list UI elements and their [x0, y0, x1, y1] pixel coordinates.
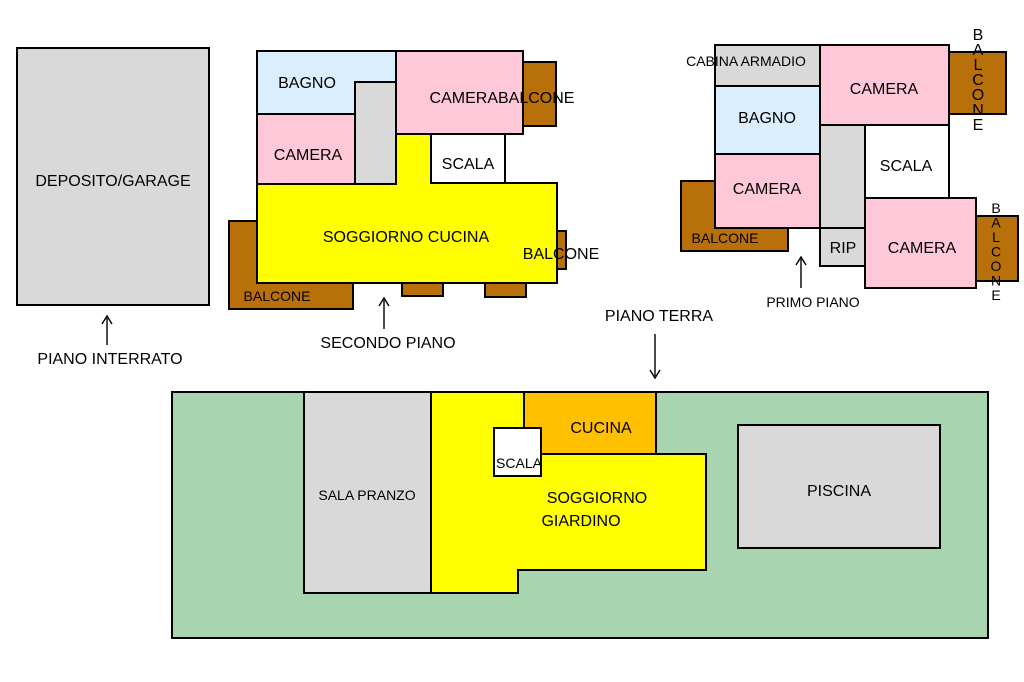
- balcony-letter: C: [991, 244, 1001, 260]
- room-primo-rip: [819, 227, 866, 267]
- room-primo-camera-top: [819, 44, 950, 126]
- room-primo-cabina: [714, 44, 821, 87]
- caption-piano-terra: PIANO TERRA: [605, 308, 714, 325]
- label-terra-scala: SCALA: [496, 455, 543, 471]
- label-terra-soggiorno-1: SOGGIORNO: [547, 490, 647, 507]
- room-terra-cucina: [523, 391, 657, 455]
- room-primo-corridor: [819, 124, 866, 229]
- label-terra-piscina: PISCINA: [807, 483, 871, 500]
- label-secondo-camera-balcone: CAMERABALCONE: [430, 90, 575, 107]
- label-primo-camera-left: CAMERA: [733, 181, 802, 198]
- label-primo-balcone-left: BALCONE: [692, 230, 759, 246]
- balcony-letter: L: [974, 57, 983, 74]
- label-primo-camera-right: CAMERA: [888, 240, 957, 257]
- balcony-letter: E: [973, 117, 984, 134]
- arrowhead-piano-terra: [649, 369, 661, 380]
- label-terra-soggiorno-2: GIARDINO: [541, 513, 620, 530]
- room-deposito-garage: [16, 47, 210, 306]
- room-primo-scala: [864, 124, 950, 199]
- label-primo-rip: RIP: [830, 240, 857, 257]
- balcony-letter: A: [973, 42, 984, 59]
- label-secondo-soggiorno: SOGGIORNO CUCINA: [323, 229, 490, 246]
- room-secondo-corridor: [354, 81, 397, 185]
- label-secondo-scala: SCALA: [442, 156, 495, 173]
- balcony-primo-top: [948, 51, 1007, 115]
- balcony-letter: E: [991, 287, 1000, 303]
- balcony-letter: N: [991, 273, 1001, 289]
- label-secondo-balcone-right: BALCONE: [523, 246, 599, 263]
- balcony-primo-right: [975, 215, 1019, 282]
- label-primo-cabina: CABINA ARMADIO: [686, 53, 806, 69]
- label-secondo-bagno: BAGNO: [278, 75, 336, 92]
- label-primo-scala: SCALA: [880, 158, 933, 175]
- label-primo-bagno: BAGNO: [738, 110, 796, 127]
- room-secondo-camera-balcone: [395, 50, 524, 135]
- balcony-letter: O: [991, 258, 1002, 274]
- label-primo-camera-top: CAMERA: [850, 81, 919, 98]
- balcony-letter: B: [973, 27, 984, 44]
- label-primo-balcone-vertical-1: BALCONE: [972, 27, 984, 134]
- balcony-letter: N: [972, 102, 984, 119]
- label-secondo-balcone-bottom: BALCONE: [244, 288, 311, 304]
- arrowhead-secondo-piano: [378, 296, 390, 307]
- room-primo-camera-left: [714, 153, 821, 229]
- room-primo-camera-right: [864, 197, 977, 289]
- label-deposito-garage: DEPOSITO/GARAGE: [35, 173, 190, 190]
- room-terra-piscina: [737, 424, 941, 549]
- balcony-letter: A: [991, 215, 1001, 231]
- caption-secondo-piano: SECONDO PIANO: [320, 335, 455, 352]
- arrowhead-primo-piano: [795, 255, 807, 266]
- caption-piano-interrato: PIANO INTERRATO: [37, 351, 182, 368]
- balcony-letter: C: [972, 72, 984, 89]
- balcony-letter: L: [992, 229, 1000, 245]
- balcony-letter: B: [991, 200, 1000, 216]
- balcony-letter: O: [972, 87, 984, 104]
- label-secondo-camera: CAMERA: [274, 147, 343, 164]
- room-terra-scala: [493, 427, 542, 477]
- balcony-secondo-topright: [521, 61, 557, 127]
- caption-primo-piano: PRIMO PIANO: [766, 294, 859, 310]
- label-terra-cucina: CUCINA: [570, 420, 632, 437]
- room-secondo-scala: [430, 133, 506, 184]
- label-terra-sala-pranzo: SALA PRANZO: [318, 487, 415, 503]
- arrowhead-piano-interrato: [101, 314, 113, 325]
- label-primo-balcone-vertical-2: BALCONE: [991, 200, 1002, 303]
- room-secondo-camera: [256, 113, 356, 185]
